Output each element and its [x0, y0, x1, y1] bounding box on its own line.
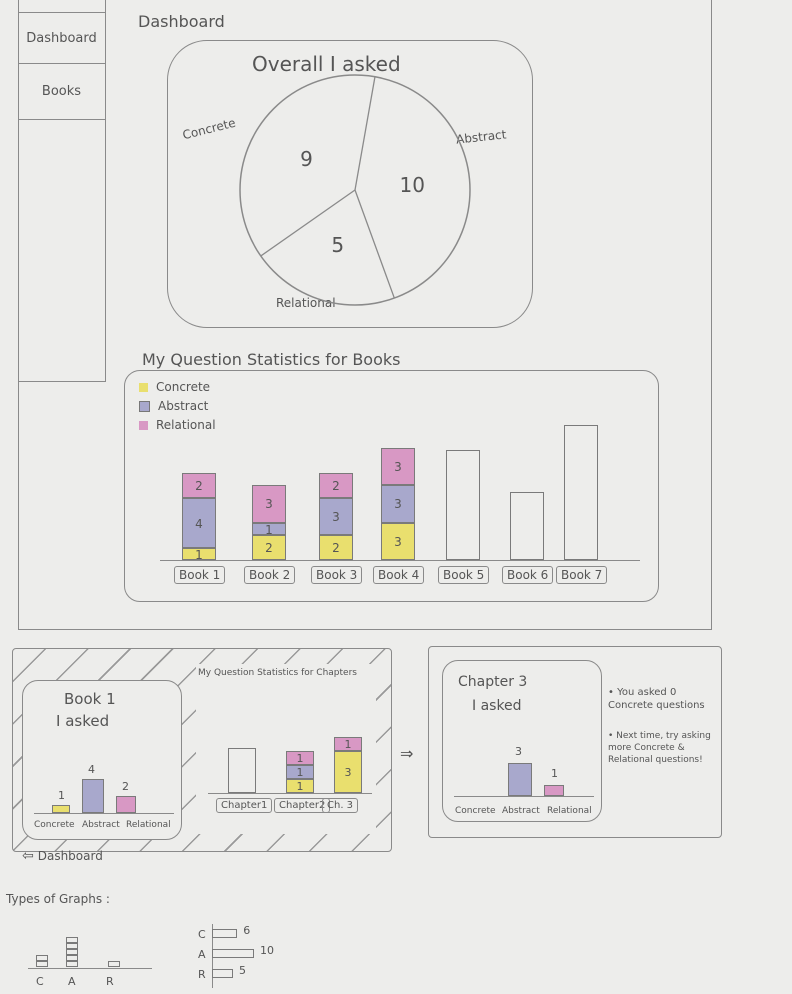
types-horizontal-label: R — [198, 968, 206, 981]
pie-label-relational: Relational — [276, 296, 336, 310]
types-horizontal-label: A — [198, 948, 206, 961]
types-horizontal-axis — [212, 924, 213, 988]
sidebar-item-dashboard[interactable]: Dashboard — [18, 12, 106, 64]
chapter3-baseline — [454, 796, 594, 797]
types-vertical-block — [66, 955, 78, 961]
chapter-detail-frame — [428, 646, 722, 838]
legend-swatch-relational — [139, 420, 148, 430]
books-chart-title: My Question Statistics for Books — [142, 350, 401, 369]
types-vertical-block — [108, 961, 120, 967]
types-horizontal-bar — [212, 949, 254, 958]
note-text: You asked 0 Concrete questions — [608, 687, 705, 711]
types-vertical-baseline — [28, 968, 152, 969]
chapter3-cat-label: Concrete — [455, 806, 496, 816]
legend-swatch-concrete — [139, 382, 148, 392]
chapter3-cat-label: Abstract — [502, 806, 540, 816]
types-vertical-label: R — [106, 975, 114, 988]
note-text: Next time, try asking more Concrete & Re… — [608, 731, 711, 765]
types-vertical-label: A — [68, 975, 76, 988]
book1-cat-label: Abstract — [82, 820, 120, 830]
legend-abstract: Abstract — [139, 399, 208, 413]
book1-title: Book 1 — [64, 690, 116, 708]
chapter3-title: Chapter 3 — [458, 674, 528, 690]
arrow-icon: ⇒ — [400, 744, 414, 763]
books-chart-baseline — [160, 560, 640, 561]
chapters-baseline — [208, 793, 372, 794]
types-horizontal-value: 6 — [243, 924, 251, 937]
back-arrow-icon: ⇦ — [22, 848, 34, 864]
types-title: Types of Graphs : — [6, 892, 110, 906]
books-chart-panel — [124, 370, 659, 602]
types-vertical-label: C — [36, 975, 44, 988]
chapter3-note-2: • Next time, try asking more Concrete & … — [608, 731, 711, 765]
sidebar-item-label: Dashboard — [26, 30, 97, 46]
overall-title: Overall I asked — [252, 52, 401, 76]
legend-label: Abstract — [158, 399, 209, 413]
chapter3-cat-label: Relational — [547, 806, 592, 816]
types-vertical-block — [36, 955, 48, 961]
sidebar-item-books[interactable]: Books — [18, 64, 106, 120]
page-title: Dashboard — [138, 12, 225, 31]
book1-cat-label: Concrete — [34, 820, 75, 830]
legend-relational: Relational — [139, 418, 216, 432]
legend-concrete: Concrete — [139, 380, 210, 394]
chapters-chart-title: My Question Statistics for Chapters — [198, 668, 357, 678]
types-horizontal-label: C — [198, 928, 206, 941]
book1-cat-label: Relational — [126, 820, 171, 830]
sidebar-item-label: Books — [41, 84, 82, 99]
types-vertical-block — [66, 937, 78, 943]
main-frame — [18, 0, 712, 630]
back-to-dashboard-link[interactable]: ⇦ Dashboard — [22, 848, 103, 864]
types-vertical-block — [66, 961, 78, 967]
chapter3-subtitle: I asked — [472, 698, 522, 714]
book1-baseline — [34, 813, 174, 814]
chapter3-panel — [442, 660, 602, 822]
types-vertical-block — [36, 961, 48, 967]
types-horizontal-bar — [212, 929, 238, 938]
overall-panel — [167, 40, 533, 328]
sidebar — [18, 0, 106, 382]
types-horizontal-value: 5 — [239, 964, 246, 977]
types-vertical-block — [66, 943, 78, 949]
legend-label: Relational — [156, 418, 216, 432]
chapters-area — [196, 664, 376, 834]
types-horizontal-bar — [212, 969, 233, 978]
legend-swatch-abstract — [139, 400, 150, 412]
types-vertical-block — [66, 949, 78, 955]
chapter3-note-1: • You asked 0 Concrete questions — [608, 687, 705, 711]
types-horizontal-value: 10 — [260, 944, 274, 957]
book1-subtitle: I asked — [56, 712, 110, 730]
legend-label: Concrete — [156, 380, 211, 394]
back-link-label: Dashboard — [37, 849, 103, 863]
